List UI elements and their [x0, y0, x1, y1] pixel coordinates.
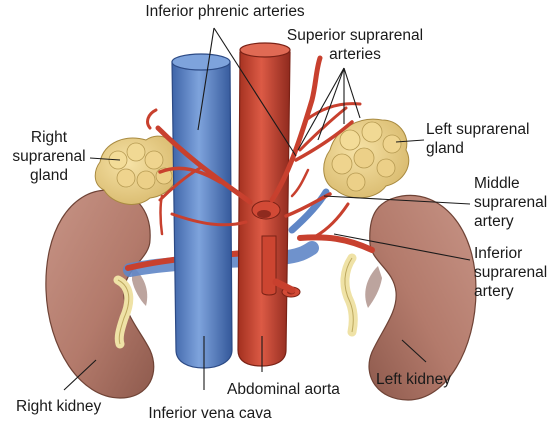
label-left-suprarenal-gland-line2: gland — [426, 140, 464, 157]
label-right-suprarenal-gland-line3: gland — [30, 167, 68, 184]
label-superior-suprarenal-arteries-line1: Superior suprarenal — [286, 27, 424, 44]
label-middle-suprarenal-artery-line3: artery — [474, 213, 514, 230]
left-kidney — [365, 194, 477, 401]
label-right-kidney: Right kidney — [16, 398, 102, 415]
label-inferior-suprarenal-artery-line1: Inferior — [474, 245, 523, 262]
label-right-suprarenal-gland: Right suprarenal gland — [4, 128, 94, 185]
label-inferior-suprarenal-artery: Inferior suprarenal artery — [474, 244, 558, 301]
label-superior-suprarenal-arteries: Superior suprarenal arteries — [270, 26, 440, 64]
abdominal-aorta — [237, 42, 301, 367]
leader-lines — [63, 27, 471, 391]
label-left-suprarenal-gland-line1: Left suprarenal — [426, 121, 530, 138]
label-inferior-phrenic-arteries: Inferior phrenic arteries — [145, 3, 305, 20]
left-suprarenal-gland — [323, 118, 410, 199]
label-right-suprarenal-gland-line1: Right — [30, 129, 68, 146]
label-abdominal-aorta: Abdominal aorta — [227, 381, 340, 398]
label-middle-suprarenal-artery-line2: suprarenal — [474, 194, 548, 211]
right-suprarenal-gland — [94, 135, 179, 205]
label-left-kidney: Left kidney — [376, 371, 451, 388]
label-right-suprarenal-gland-line2: suprarenal — [12, 148, 86, 165]
label-left-suprarenal-gland: Left suprarenal gland — [426, 120, 556, 158]
label-inferior-suprarenal-artery-line3: artery — [474, 283, 514, 300]
label-inferior-vena-cava: Inferior vena cava — [148, 405, 272, 422]
label-middle-suprarenal-artery-line1: Middle — [474, 175, 520, 192]
label-middle-suprarenal-artery: Middle suprarenal artery — [474, 174, 558, 231]
right-kidney — [45, 189, 155, 399]
label-inferior-suprarenal-artery-line2: suprarenal — [474, 264, 548, 281]
label-superior-suprarenal-arteries-line2: arteries — [329, 46, 381, 63]
